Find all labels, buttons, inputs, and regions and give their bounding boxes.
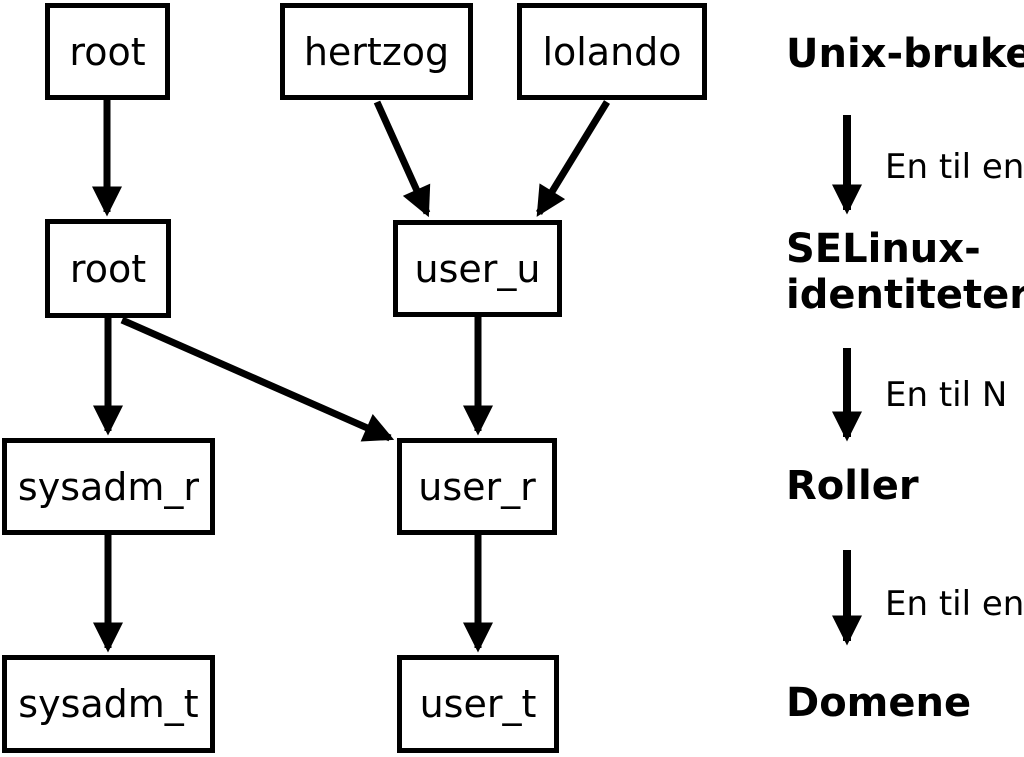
node-label: sysadm_r — [17, 464, 200, 509]
node-label: user_u — [414, 246, 541, 291]
legend-selinux-line2: identiteter — [786, 272, 1024, 318]
node-label: root — [69, 246, 147, 291]
legend-domains-label: Domene — [786, 680, 972, 726]
arrow-rootselinux-to-userr — [120, 316, 395, 442]
node-user-r-role: user_r — [397, 438, 557, 535]
node-root-selinux-identity: root — [45, 219, 171, 318]
legend-selinux-line1: SELinux- — [786, 226, 981, 272]
node-label: sysadm_t — [18, 682, 199, 726]
arrow-hertzog-to-useru — [373, 100, 431, 218]
node-label: user_t — [419, 682, 537, 726]
node-label: user_r — [418, 464, 536, 509]
node-label: root — [69, 29, 146, 74]
node-label: lolando — [542, 29, 682, 74]
legend-mapping-one-to-one-1: En til en — [885, 147, 1024, 187]
node-lolando-unix-user: lolando — [517, 3, 707, 100]
node-label: hertzog — [303, 29, 450, 74]
node-user-u-selinux-identity: user_u — [393, 220, 562, 317]
node-user-t-domain: user_t — [397, 655, 559, 753]
legend-mapping-one-to-one-2: En til en — [885, 584, 1024, 624]
legend-mapping-one-to-n: En til N — [885, 375, 1008, 415]
arrow-lolando-to-useru — [536, 100, 610, 217]
legend-selinux-identities-label: SELinux- identiteter — [786, 226, 1024, 318]
node-hertzog-unix-user: hertzog — [280, 3, 473, 100]
node-sysadm-t-domain: sysadm_t — [2, 655, 215, 753]
legend-roles-label: Roller — [786, 463, 919, 509]
legend-unix-users-label: Unix-brukere — [786, 31, 1024, 77]
node-root-unix-user: root — [45, 3, 170, 100]
node-sysadm-r-role: sysadm_r — [2, 438, 215, 535]
